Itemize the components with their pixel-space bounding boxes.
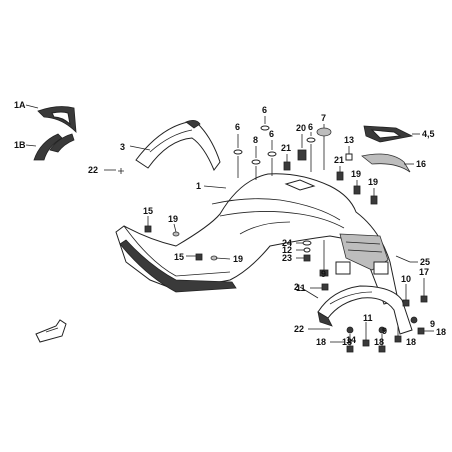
callout-15-upper: 15 (143, 206, 153, 216)
callout-11-b: 11 (363, 313, 373, 323)
callout-15-lower: 15 (174, 252, 184, 262)
callout-16: 16 (416, 159, 426, 169)
decal-16 (361, 153, 411, 173)
callout-19-d: 19 (368, 177, 378, 187)
stack-right-fasteners (336, 146, 378, 205)
decal-1b (33, 133, 75, 161)
callout-18-b: 18 (374, 337, 384, 347)
callout-9-c: 9 (430, 319, 435, 329)
callout-2: 2 (294, 282, 299, 292)
callout-19-c: 19 (351, 169, 361, 179)
fastener-15a (144, 216, 152, 233)
callout-8: 8 (253, 135, 258, 145)
fastener-19a (172, 223, 180, 237)
callout-21-b: 21 (334, 155, 344, 165)
lower-fasteners (308, 278, 434, 353)
callout-6-c: 6 (269, 129, 274, 139)
stack-mid-parts (296, 240, 389, 277)
callout-10: 10 (401, 274, 411, 284)
callout-18-d: 18 (436, 327, 446, 337)
callout-19-lower: 19 (233, 254, 243, 264)
callout-22-lower: 22 (294, 324, 304, 334)
callout-3: 3 (120, 142, 125, 152)
callout-1b: 1B (14, 140, 26, 150)
leader-3 (129, 145, 151, 151)
callout-14: 14 (346, 335, 356, 345)
screw-22 (118, 168, 124, 174)
callout-11-a: 11 (296, 283, 306, 293)
callout-19-upper: 19 (168, 214, 178, 224)
callout-18-e: 18 (342, 337, 352, 347)
callout-6-a: 6 (235, 122, 240, 132)
leader-2 (299, 286, 319, 299)
leader-1a (25, 104, 39, 109)
callout-9-b: 9 (382, 326, 387, 336)
callout-22-upper: 22 (88, 165, 98, 175)
callout-24: 24 (282, 238, 292, 248)
callout-9-a: 9 (321, 269, 326, 279)
bracket-left (35, 319, 67, 343)
lower-fender-2 (317, 285, 413, 335)
decal-4-5 (363, 125, 414, 143)
fastener-15b (186, 253, 203, 261)
leader-1b (25, 144, 37, 147)
callout-1: 1 (196, 181, 201, 191)
callout-23: 23 (282, 253, 292, 263)
callout-6-b: 6 (262, 105, 267, 115)
callout-1a: 1A (14, 100, 26, 110)
callout-6-d: 6 (308, 122, 313, 132)
callout-4-5: 4,5 (422, 129, 435, 139)
callout-25: 25 (420, 257, 430, 267)
decal-1a (37, 106, 77, 134)
front-body-1 (115, 173, 399, 305)
fastener-19b (210, 255, 231, 261)
pin-25 (395, 255, 411, 263)
fender-flare-3 (135, 120, 221, 171)
callout-7: 7 (321, 113, 326, 123)
callout-21-a: 21 (281, 143, 291, 153)
callout-20: 20 (296, 123, 306, 133)
callout-17: 17 (419, 267, 429, 277)
stack-upper-parts (233, 116, 332, 180)
callout-13: 13 (344, 135, 354, 145)
callout-18-c: 18 (406, 337, 416, 347)
callout-12: 12 (282, 245, 292, 255)
callout-18-a: 18 (316, 337, 326, 347)
leader-1 (203, 185, 227, 189)
